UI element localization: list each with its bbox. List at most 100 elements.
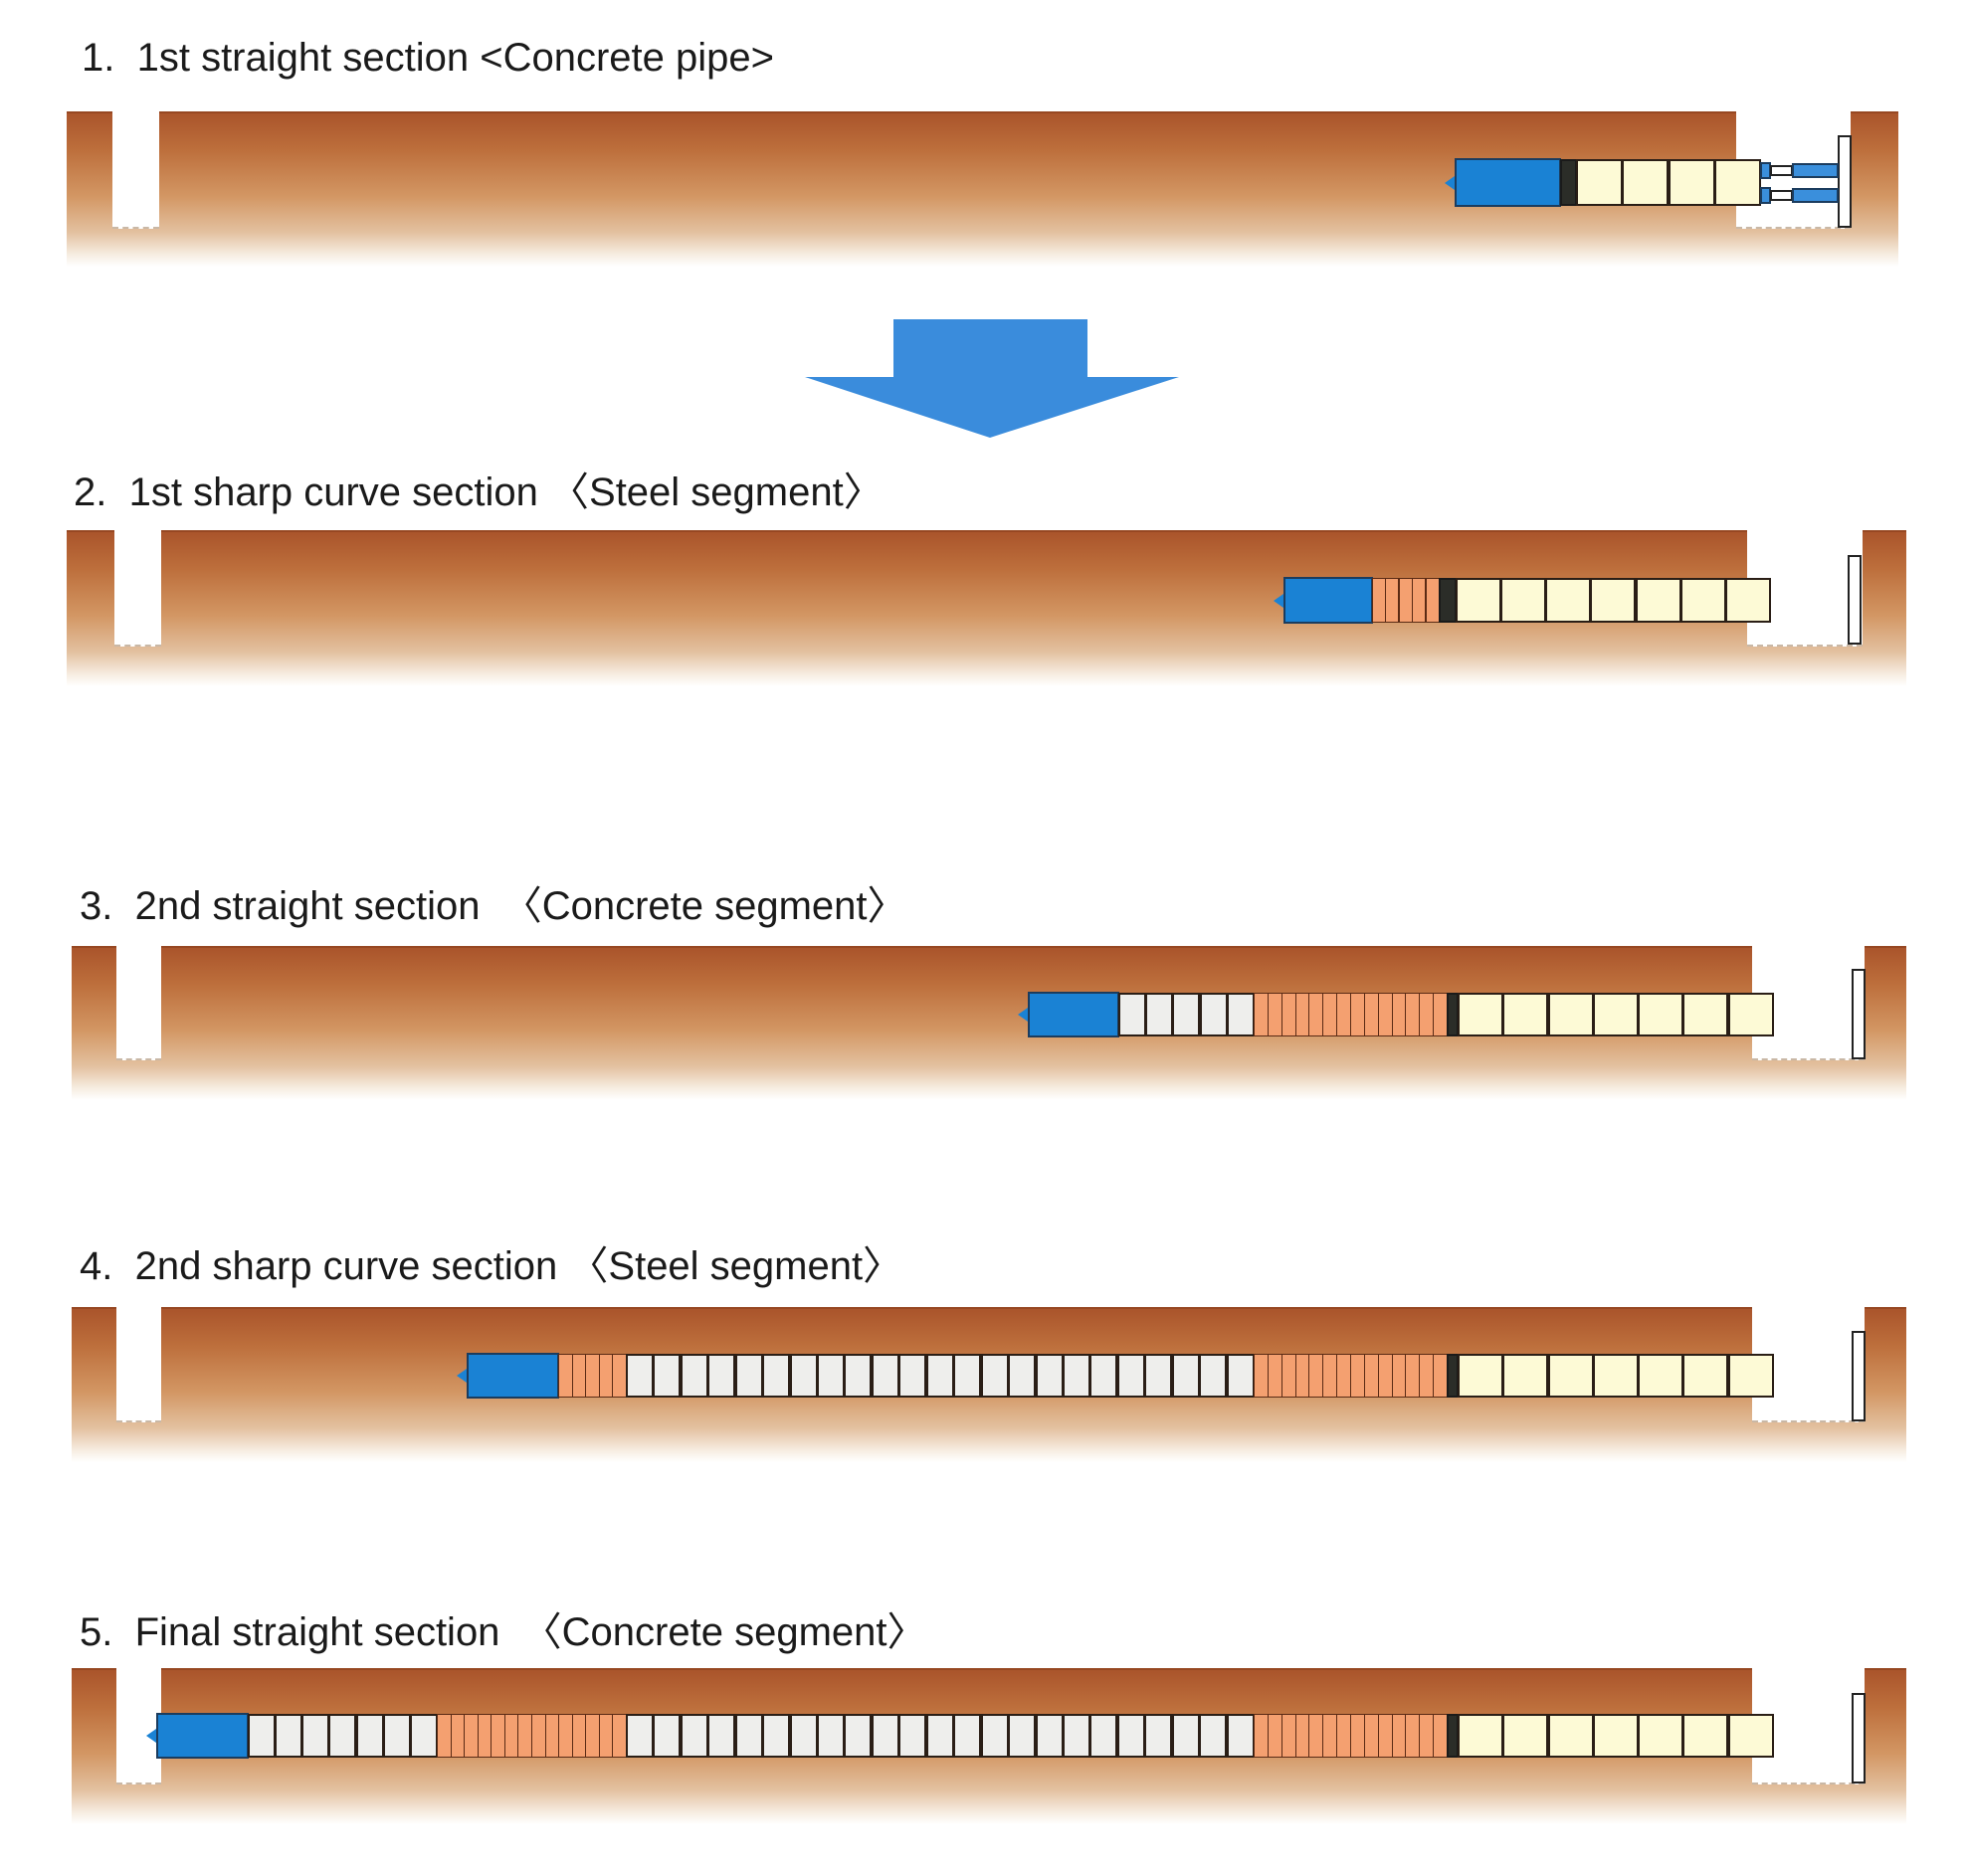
concrete-segment	[383, 1714, 411, 1758]
steel-segment	[1336, 1354, 1351, 1398]
section-2-title: 2. 1st sharp curve section 〈Steel segmen…	[74, 460, 884, 517]
steel-segment	[1336, 1714, 1351, 1758]
steel-segment	[1419, 993, 1434, 1036]
steel-segment	[612, 1354, 627, 1398]
steel-segment	[1308, 1354, 1323, 1398]
concrete-segment	[1227, 1714, 1255, 1758]
concrete-segment	[953, 1714, 981, 1758]
concrete-segment	[653, 1354, 681, 1398]
concrete-segment	[790, 1714, 818, 1758]
concrete-segment	[898, 1714, 926, 1758]
concrete-segment	[735, 1714, 763, 1758]
thrust-wall	[1852, 969, 1866, 1059]
concrete-pipe	[1593, 1714, 1639, 1758]
steel-segment	[1405, 993, 1420, 1036]
concrete-segment	[1145, 993, 1173, 1036]
concrete-pipe	[1728, 993, 1774, 1036]
concrete-segment	[1172, 1354, 1200, 1398]
concrete-pipe	[1682, 1714, 1728, 1758]
arrival-shaft	[114, 528, 161, 647]
concrete-pipe	[1456, 578, 1501, 623]
concrete-segment	[681, 1714, 708, 1758]
cutter-head-icon	[1018, 1008, 1028, 1022]
concrete-pipe	[1502, 1354, 1548, 1398]
section-number: 4.	[80, 1244, 113, 1288]
down-arrow-shape	[805, 319, 1179, 438]
cutter-head-icon	[1274, 593, 1283, 608]
hydraulic-jack	[1792, 163, 1839, 178]
steel-segment	[1322, 1714, 1337, 1758]
steel-segment	[1322, 1354, 1337, 1398]
concrete-segment	[1036, 1714, 1064, 1758]
steel-segment	[1378, 993, 1393, 1036]
tunneling-machine	[1283, 577, 1373, 624]
steel-segment	[1433, 1354, 1448, 1398]
concrete-segment	[1008, 1354, 1036, 1398]
steel-segment	[1364, 1714, 1379, 1758]
transition-ring	[1560, 159, 1577, 206]
thrust-wall	[1848, 555, 1862, 645]
concrete-segment	[1199, 1714, 1227, 1758]
section-1-title: 1. 1st straight section <Concrete pipe>	[82, 36, 774, 81]
steel-segment	[1364, 1354, 1379, 1398]
arrival-shaft	[112, 109, 159, 229]
concrete-pipe	[1545, 578, 1591, 623]
steel-segment	[1385, 578, 1399, 623]
steel-segment	[1364, 993, 1379, 1036]
concrete-segment	[872, 1354, 899, 1398]
cutter-head-icon	[457, 1369, 467, 1383]
concrete-segment	[762, 1354, 790, 1398]
concrete-pipe	[1669, 159, 1715, 206]
concrete-pipe	[1728, 1354, 1774, 1398]
concrete-segment	[844, 1714, 872, 1758]
concrete-pipe	[1548, 1714, 1594, 1758]
concrete-segment	[653, 1714, 681, 1758]
section-title-text: 1st straight section <Concrete pipe>	[136, 36, 774, 80]
steel-segment	[1433, 993, 1448, 1036]
section-title-text: 2nd straight section 〈Concrete segment〉	[134, 884, 907, 928]
section-3-title: 3. 2nd straight section 〈Concrete segmen…	[80, 873, 907, 931]
concrete-segment	[844, 1354, 872, 1398]
steel-segment	[1372, 578, 1386, 623]
concrete-pipe	[1728, 1714, 1774, 1758]
steel-segment	[1378, 1354, 1393, 1398]
section-number: 1.	[82, 36, 115, 80]
concrete-segment	[981, 1354, 1009, 1398]
concrete-pipe	[1622, 159, 1669, 206]
steel-segment	[1254, 1714, 1269, 1758]
steel-segment	[1308, 1714, 1323, 1758]
concrete-segment	[707, 1714, 735, 1758]
concrete-pipe	[1682, 993, 1728, 1036]
concrete-pipe	[1502, 993, 1548, 1036]
section-title-text: Final straight section 〈Concrete segment…	[134, 1610, 927, 1654]
jack-rod	[1770, 165, 1793, 176]
steel-segment	[612, 1714, 627, 1758]
steel-segment	[558, 1714, 573, 1758]
steel-segment	[517, 1714, 532, 1758]
concrete-segment	[1036, 1354, 1064, 1398]
concrete-pipe	[1638, 993, 1683, 1036]
concrete-segment	[681, 1354, 708, 1398]
concrete-segment	[626, 1354, 654, 1398]
thrust-wall	[1852, 1331, 1866, 1421]
concrete-segment	[790, 1354, 818, 1398]
steel-segment	[437, 1714, 452, 1758]
steel-segment	[585, 1714, 600, 1758]
steel-segment	[1254, 993, 1269, 1036]
section-number: 5.	[80, 1610, 113, 1654]
steel-segment	[558, 1354, 573, 1398]
concrete-segment	[275, 1714, 302, 1758]
concrete-pipe	[1590, 578, 1636, 623]
steel-segment	[1412, 578, 1426, 623]
steel-segment	[1281, 1354, 1296, 1398]
concrete-segment	[1144, 1354, 1172, 1398]
concrete-pipe	[1458, 1714, 1503, 1758]
steel-segment	[1378, 1714, 1393, 1758]
concrete-segment	[1172, 993, 1200, 1036]
steel-segment	[491, 1714, 505, 1758]
steel-segment	[1426, 578, 1440, 623]
concrete-segment	[817, 1714, 845, 1758]
concrete-pipe	[1502, 1714, 1548, 1758]
transition-ring	[1439, 578, 1457, 623]
steel-segment	[1350, 1714, 1365, 1758]
